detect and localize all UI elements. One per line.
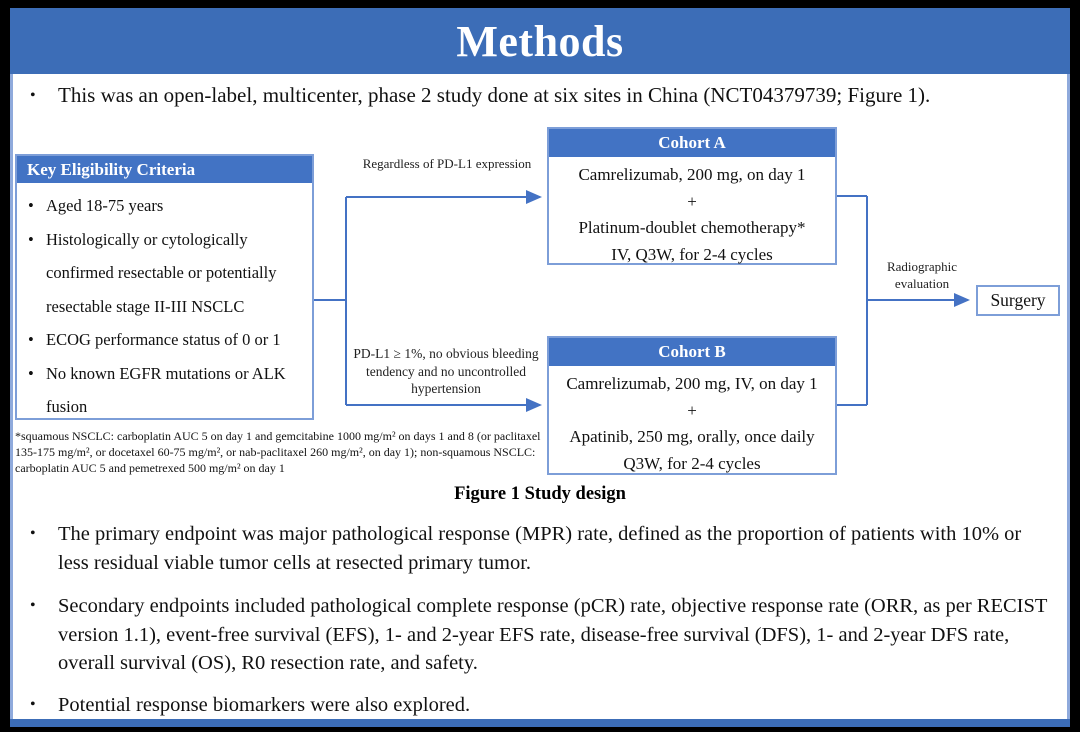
branch-label-top: Regardless of PD-L1 expression [362, 156, 532, 171]
cohort-b-header: Cohort B [549, 338, 835, 366]
bullet-marker: • [28, 330, 34, 349]
bullet-marker: • [28, 196, 34, 215]
cohort-a-line: Platinum-doublet chemotherapy* [578, 218, 806, 237]
eligibility-list: • Aged 18-75 years • Histologically or c… [17, 189, 312, 424]
bullet-marker: • [30, 525, 36, 542]
figure-caption: Figure 1 Study design [454, 484, 626, 504]
list-item: • ECOG performance status of 0 or 1 [17, 323, 312, 357]
list-item: • Histologically or cytologically confir… [17, 223, 312, 324]
eligibility-item-text: Aged 18-75 years [46, 196, 164, 215]
cohort-b-line: Q3W, for 2-4 cycles [623, 453, 761, 473]
bullet-text: Potential response biomarkers were also … [58, 694, 471, 716]
bullet-marker: • [30, 87, 36, 104]
primary-endpoint-bullet: • The primary endpoint was major patholo… [30, 520, 1048, 577]
eligibility-item-text: ECOG performance status of 0 or 1 [46, 330, 281, 349]
bullet-marker: • [30, 597, 36, 614]
cohort-b-body: Camrelizumab, 200 mg, IV, on day 1 + Apa… [549, 366, 835, 477]
cohort-b-box: Cohort B Camrelizumab, 200 mg, IV, on da… [547, 336, 837, 475]
eligibility-header: Key Eligibility Criteria [17, 156, 312, 183]
surgery-box: Surgery [976, 285, 1060, 316]
slide-title-bar: Methods [10, 8, 1070, 74]
cohort-a-body: Camrelizumab, 200 mg, on day 1 + Platinu… [549, 157, 835, 268]
biomarkers-bullet: • Potential response biomarkers were als… [30, 691, 1048, 720]
list-item: • Aged 18-75 years [17, 189, 312, 223]
bullet-text: The primary endpoint was major pathologi… [58, 523, 1022, 574]
intro-bullet: • This was an open-label, multicenter, p… [30, 81, 1050, 110]
eligibility-item-text: Histologically or cytologically confirme… [46, 229, 277, 316]
cohort-a-header: Cohort A [549, 129, 835, 157]
cohort-b-line: Apatinib, 250 mg, orally, once daily [569, 427, 815, 446]
page-title: Methods [456, 16, 624, 66]
figure-footnote: *squamous NSCLC: carboplatin AUC 5 on da… [15, 429, 541, 475]
secondary-endpoints-bullet: • Secondary endpoints included pathologi… [30, 592, 1052, 678]
bullet-marker: • [30, 696, 36, 713]
cohort-a-line: Camrelizumab, 200 mg, on day 1 [578, 165, 806, 184]
cohort-a-box: Cohort A Camrelizumab, 200 mg, on day 1 … [547, 127, 837, 265]
bullet-text: Secondary endpoints included pathologica… [58, 595, 1048, 674]
surgery-label: Surgery [990, 290, 1046, 310]
intro-bullet-text: This was an open-label, multicenter, pha… [58, 83, 931, 107]
eligibility-item-text: No known EGFR mutations or ALK fusion [46, 363, 286, 417]
branch-label-bottom: PD-L1 ≥ 1%, no obvious bleeding tendency… [353, 346, 539, 396]
cohort-b-line: Camrelizumab, 200 mg, IV, on day 1 [566, 374, 818, 393]
bullet-marker: • [28, 363, 34, 383]
cohort-b-line: + [687, 400, 697, 420]
cohort-a-line: IV, Q3W, for 2-4 cycles [611, 244, 773, 264]
eligibility-box: Key Eligibility Criteria • Aged 18-75 ye… [15, 154, 314, 420]
slide-footer-bar [10, 719, 1070, 727]
evaluation-label: Radiographic evaluation [886, 259, 958, 291]
cohort-a-line: + [687, 191, 697, 211]
bullet-marker: • [28, 229, 34, 249]
list-item: • No known EGFR mutations or ALK fusion [17, 357, 312, 424]
